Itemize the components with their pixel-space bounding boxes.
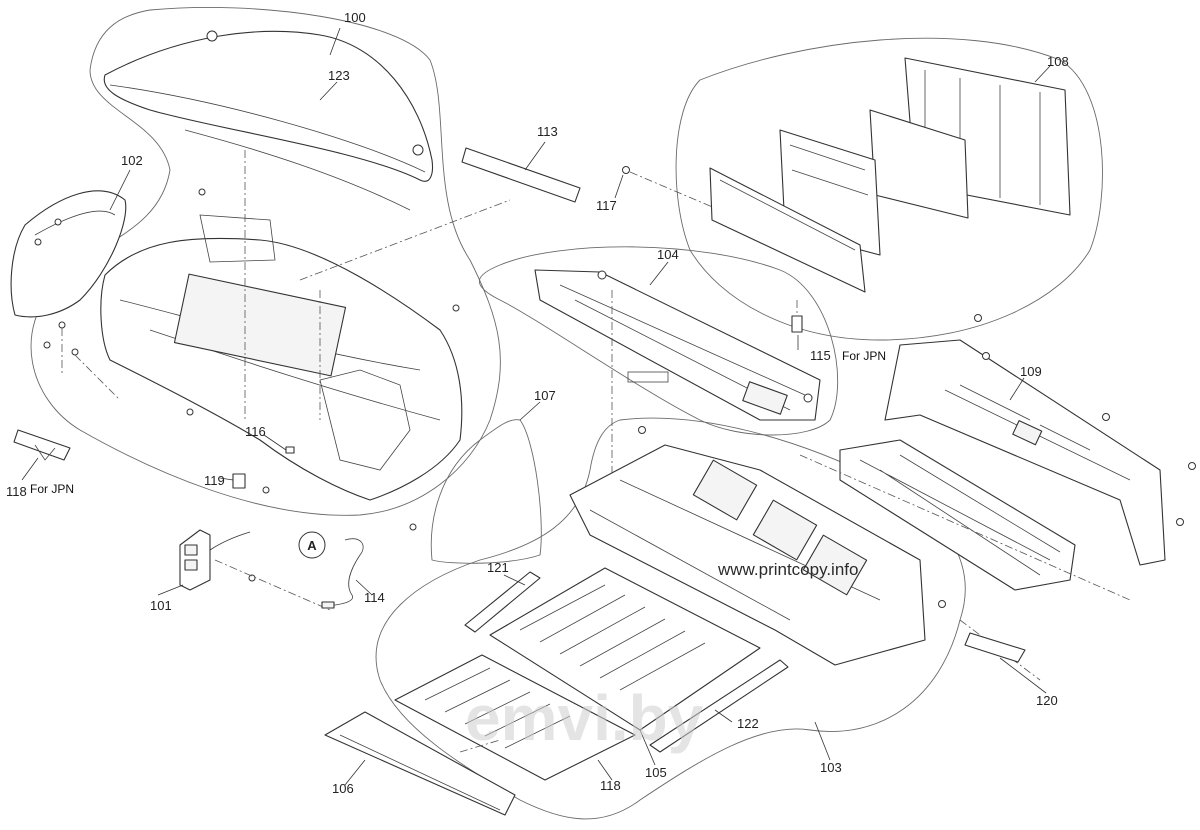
part-113-strip	[461, 147, 581, 203]
part-115-tag	[791, 315, 803, 333]
part-120-strip	[964, 632, 1026, 663]
group-outline-107	[430, 419, 542, 564]
part-105-paper-tray	[489, 567, 761, 731]
part-119-tag	[232, 473, 246, 489]
part-118-jpn-strip	[13, 429, 71, 461]
screws-left-group	[43, 188, 460, 531]
part-121-rail	[464, 571, 541, 633]
callout-117: 117	[596, 198, 617, 213]
callout-numbers: 100 123 102 113 117 108 104 115 For JPN …	[6, 10, 1069, 796]
callout-118-bottom: 118	[600, 778, 621, 793]
callout-109: 109	[1020, 364, 1042, 379]
callout-119: 119	[204, 473, 225, 488]
part-100-housing-body	[100, 237, 463, 501]
mechanism-chassis	[799, 439, 1131, 681]
callout-118-left: 118	[6, 484, 27, 499]
part-118-tray-extension	[394, 654, 636, 781]
part-106-output-tray	[324, 711, 516, 816]
part-114-cable	[324, 538, 364, 607]
callout-102: 102	[121, 153, 143, 168]
connector-a-label: A	[307, 538, 317, 553]
part-122-rail	[649, 659, 789, 753]
part-103-lower-case	[569, 426, 946, 666]
part-102-left-cover	[10, 190, 127, 318]
leader-lines	[21, 27, 1051, 786]
group-outline-104	[478, 246, 839, 436]
part-123-top-lid	[103, 30, 434, 182]
note-for-jpn-right: For JPN	[842, 349, 886, 363]
connector-a-marker	[298, 531, 326, 559]
callout-100: 100	[344, 10, 366, 25]
callout-101: 101	[150, 598, 172, 613]
callout-105: 105	[645, 765, 667, 780]
part-108-paper-support	[709, 57, 1071, 293]
callout-123: 123	[328, 68, 350, 83]
callout-104: 104	[657, 247, 679, 262]
part-116-sensor	[285, 446, 295, 454]
part-101-panel	[179, 529, 331, 611]
callout-116: 116	[245, 424, 266, 439]
callout-121: 121	[487, 560, 509, 575]
callout-115: 115	[810, 348, 831, 363]
callout-106: 106	[332, 781, 354, 796]
part-117-pin	[622, 166, 630, 174]
group-outline-100	[30, 7, 501, 516]
watermark-faint: emvi.by	[465, 682, 704, 754]
callout-122: 122	[737, 716, 759, 731]
part-100-upper-housing	[100, 30, 511, 501]
note-for-jpn-left: For JPN	[30, 482, 74, 496]
callout-113: 113	[537, 124, 558, 139]
part-104-rail	[534, 269, 821, 480]
callout-114: 114	[364, 590, 385, 605]
callout-120: 120	[1036, 693, 1058, 708]
callout-107: 107	[534, 388, 556, 403]
part-109-rear-frame	[884, 314, 1196, 566]
callout-103: 103	[820, 760, 842, 775]
watermark-site: www.printcopy.info	[717, 560, 858, 579]
callout-108: 108	[1047, 54, 1069, 69]
